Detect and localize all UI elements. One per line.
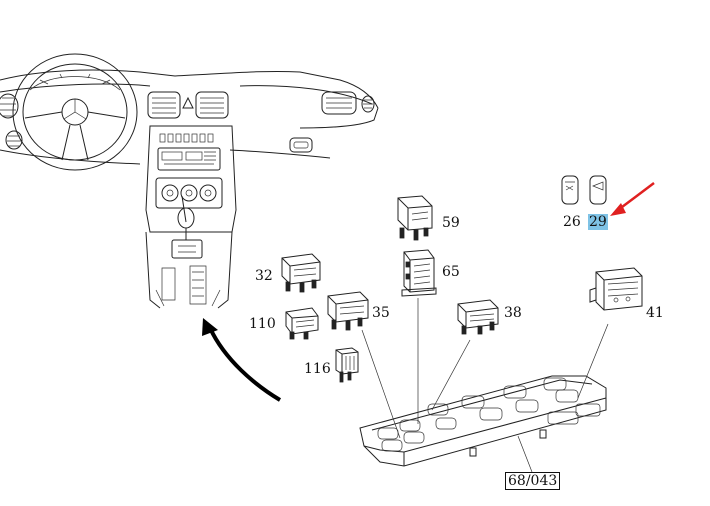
part-label-68-043[interactable]: 68/043 [505, 472, 561, 490]
left-vent [0, 93, 23, 150]
part-116-connector[interactable] [335, 347, 359, 383]
glovebox-handle [289, 137, 313, 153]
steering-wheel [12, 53, 138, 171]
part-59-switch[interactable] [397, 195, 433, 241]
part-label-29-highlighted[interactable]: 29 [588, 214, 608, 230]
part-label-110[interactable]: 110 [249, 316, 276, 332]
part-65-switch[interactable] [401, 249, 437, 297]
switch-icon-26[interactable] [561, 175, 579, 205]
part-35-switch[interactable] [327, 291, 369, 331]
curved-arrow [202, 318, 282, 402]
part-label-38[interactable]: 38 [504, 305, 522, 321]
part-label-32[interactable]: 32 [255, 268, 273, 284]
part-label-59[interactable]: 59 [442, 215, 460, 231]
leader-lines [361, 298, 609, 473]
center-vents [147, 91, 229, 119]
part-41-switch[interactable] [589, 267, 643, 311]
part-label-35[interactable]: 35 [372, 305, 390, 321]
switch-icon-29[interactable] [589, 175, 607, 205]
part-label-26[interactable]: 26 [563, 214, 581, 230]
part-label-41[interactable]: 41 [646, 305, 664, 321]
part-38-switch[interactable] [457, 299, 499, 335]
center-console [145, 125, 237, 309]
part-label-116[interactable]: 116 [304, 361, 331, 377]
pointer-arrow [610, 182, 655, 216]
part-68-switch-panel[interactable] [359, 375, 607, 467]
dashboard-illustration [0, 53, 379, 309]
part-label-65[interactable]: 65 [442, 264, 460, 280]
part-32-switch[interactable] [281, 253, 321, 293]
right-vent [321, 91, 375, 115]
part-110-switch[interactable] [285, 307, 319, 340]
